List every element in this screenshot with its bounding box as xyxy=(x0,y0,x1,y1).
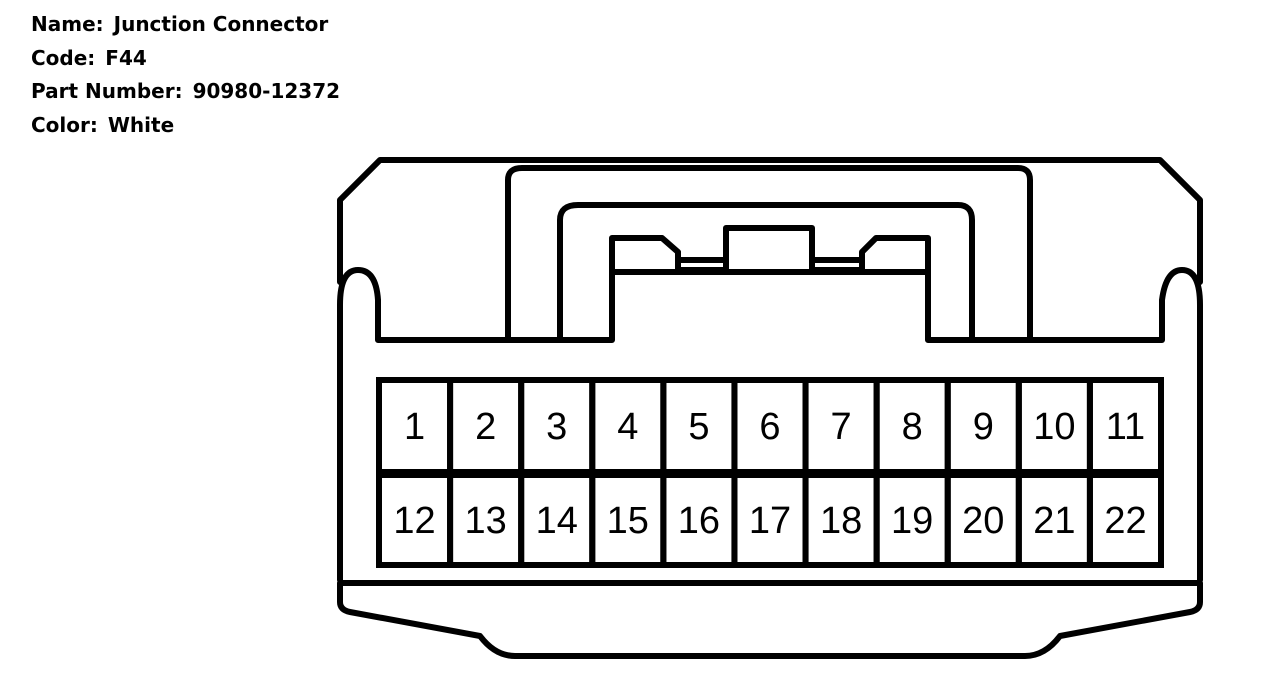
part-number-label: Part Number: xyxy=(31,79,183,103)
color-label: Color: xyxy=(31,112,98,137)
pin-label-20: 20 xyxy=(962,500,1004,542)
pin-label-4: 4 xyxy=(617,406,638,448)
pin-label-12: 12 xyxy=(393,500,435,542)
pin-label-5: 5 xyxy=(688,406,709,448)
name-label: Name: xyxy=(31,12,104,36)
color-row: Color: White xyxy=(31,109,340,143)
name-value: Junction Connector xyxy=(113,12,329,36)
pin-label-10: 10 xyxy=(1033,406,1075,448)
housing-base xyxy=(337,580,1203,659)
code-value: F44 xyxy=(105,45,147,70)
pin-label-9: 9 xyxy=(973,406,994,448)
housing-top xyxy=(337,157,1203,285)
pin-label-7: 7 xyxy=(831,406,852,448)
pin-label-16: 16 xyxy=(678,500,720,542)
code-label: Code: xyxy=(31,45,96,70)
pin-label-8: 8 xyxy=(902,406,923,448)
pin-label-14: 14 xyxy=(536,500,578,542)
pin-label-19: 19 xyxy=(891,500,933,542)
housing-outline xyxy=(337,267,1203,583)
pin-label-2: 2 xyxy=(475,406,496,448)
pin-cavities xyxy=(376,377,1164,568)
pin-label-13: 13 xyxy=(464,500,506,542)
pin-label-11: 11 xyxy=(1106,406,1145,448)
pin-label-3: 3 xyxy=(546,406,567,448)
pin-label-21: 21 xyxy=(1033,500,1075,542)
pin-label-17: 17 xyxy=(749,500,791,542)
part-number-row: Part Number: 90980-12372 xyxy=(31,75,340,109)
connector-info: Name: Junction Connector Code: F44 Part Nu… xyxy=(31,8,340,142)
lock-tab xyxy=(609,225,931,275)
code-row: Code: F44 xyxy=(31,42,340,76)
pin-label-18: 18 xyxy=(820,500,862,542)
pin-label-22: 22 xyxy=(1104,500,1146,542)
color-value: White xyxy=(107,112,175,137)
pin-cavity-22 xyxy=(1086,472,1164,568)
pin-label-15: 15 xyxy=(607,500,649,542)
name-row: Name: Junction Connector xyxy=(31,8,340,42)
lock-frame-outer xyxy=(505,165,1033,343)
pin-label-1: 1 xyxy=(404,406,425,448)
pin-label-6: 6 xyxy=(759,406,780,448)
lock-frame-inner xyxy=(557,202,975,343)
part-number-value: 90980-12372 xyxy=(192,79,341,103)
